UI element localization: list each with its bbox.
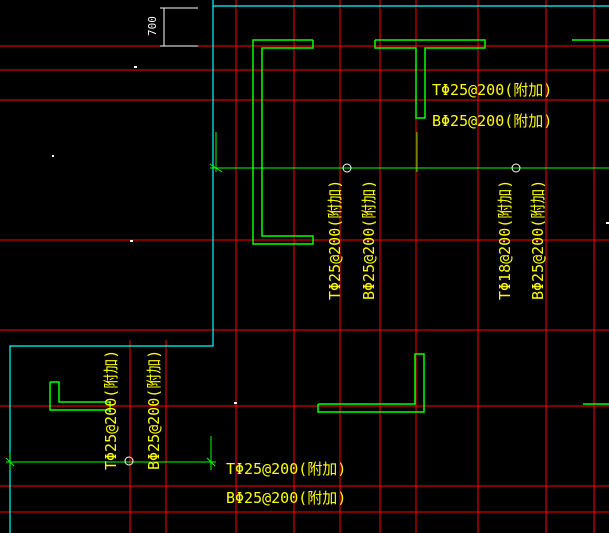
dimension-700 [160,7,198,47]
marker-circle [342,163,352,173]
dimension-label: 700 [146,16,159,36]
rebar-bracket-upper [252,39,314,245]
rebar-label-lower-left-T[interactable]: TΦ25@200(附加) [102,350,120,470]
slab-edge-outline [9,0,214,533]
rebar-group [49,39,609,413]
rebar-label-top-B[interactable]: BΦ25@200(附加) [432,112,552,130]
rebar-bracket-lower [49,381,111,411]
rebar-label-top-T[interactable]: TΦ25@200(附加) [432,81,552,99]
rebar-label-mid-left-B[interactable]: BΦ25@200(附加) [360,180,378,300]
rebar-label-mid-right-T[interactable]: TΦ18@200(附加) [496,180,514,300]
rebar-tee-top [374,39,486,119]
rebar-label-mid-left-T[interactable]: TΦ25@200(附加) [326,180,344,300]
rebar-label-mid-right-B[interactable]: BΦ25@200(附加) [529,180,547,300]
grid-dots [52,66,609,404]
rebar-label-bottom-B[interactable]: BΦ25@200(附加) [226,489,346,507]
marker-circle [124,456,134,466]
rebar-ell-lower [317,353,425,413]
rebar-extent-lines [5,132,609,470]
rebar-label-lower-left-B[interactable]: BΦ25@200(附加) [145,350,163,470]
marker-circle [511,163,521,173]
rebar-label-bottom-T[interactable]: TΦ25@200(附加) [226,460,346,478]
